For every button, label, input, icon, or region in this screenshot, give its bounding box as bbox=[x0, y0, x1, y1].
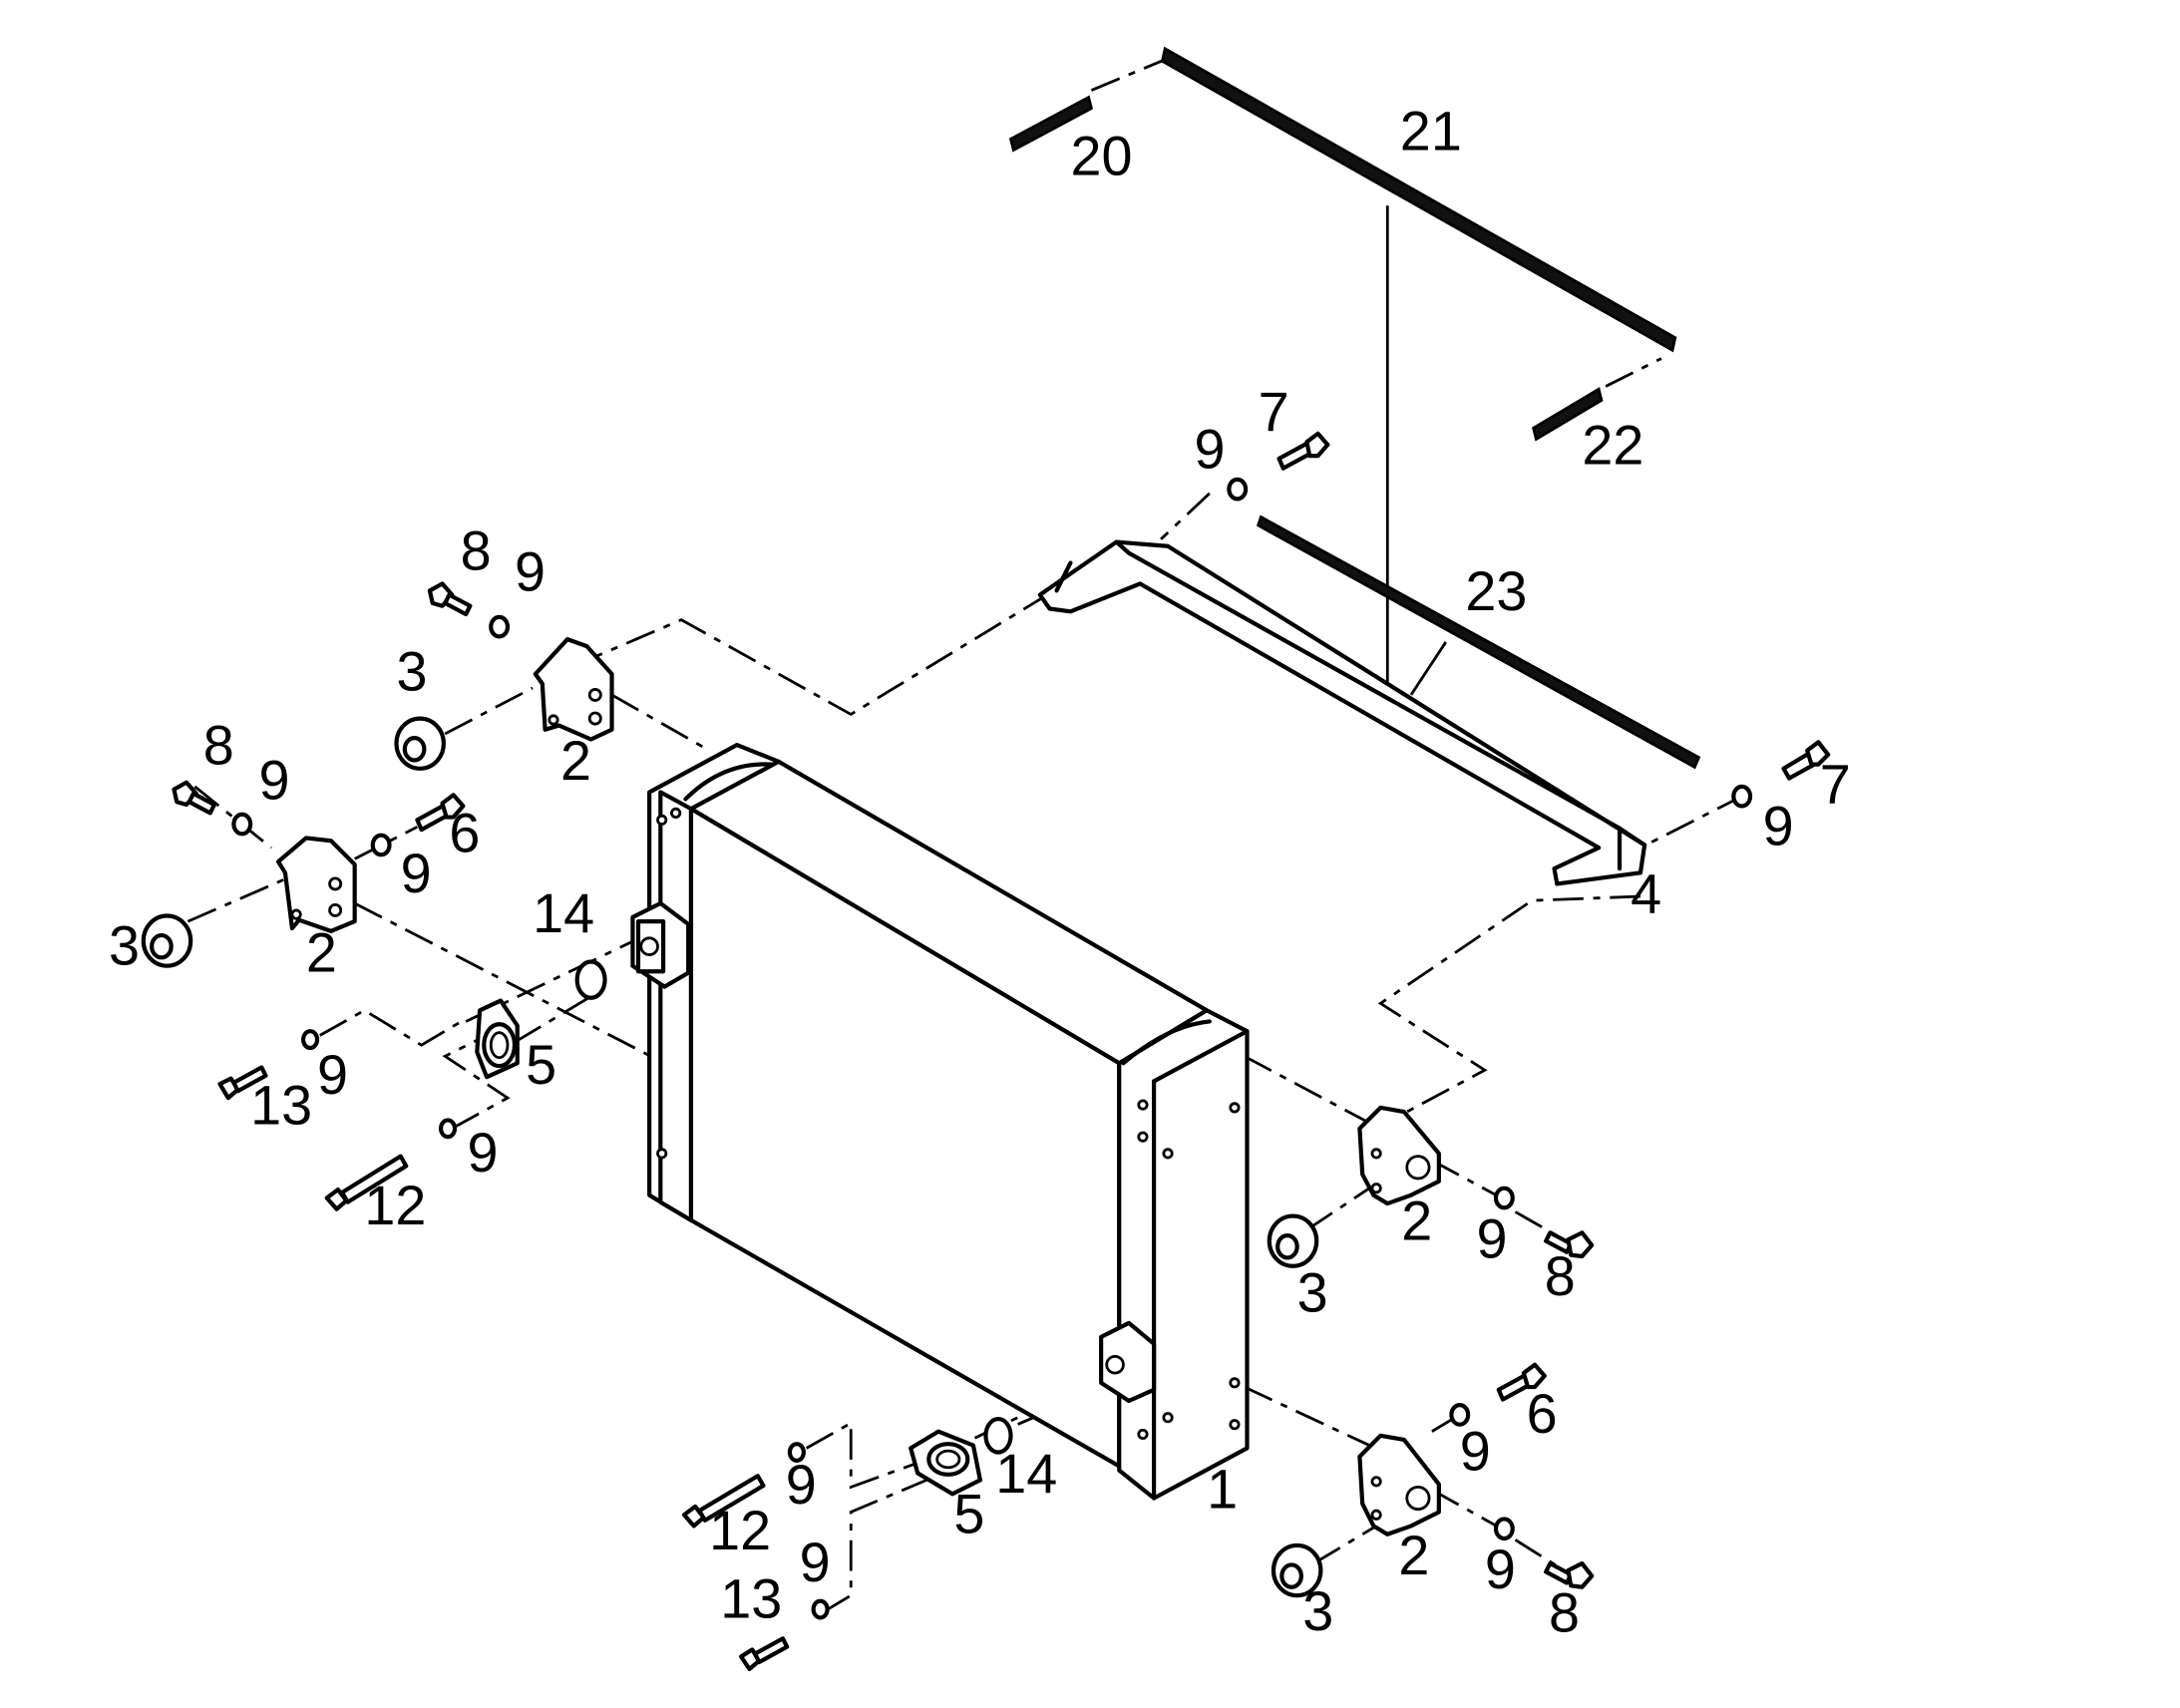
label-9: 9 bbox=[317, 1044, 348, 1106]
flange-5-upper bbox=[475, 998, 520, 1080]
assembly-centerlines bbox=[186, 57, 1746, 1614]
flange-5-lower bbox=[908, 1429, 982, 1497]
label-5: 5 bbox=[526, 1034, 556, 1096]
label-6: 6 bbox=[449, 802, 480, 863]
label-9: 9 bbox=[1460, 1421, 1491, 1483]
leader-lines bbox=[1385, 205, 1447, 696]
part-labels: 1 2 2 2 2 3 3 3 3 4 5 5 6 6 7 7 8 8 8 8 … bbox=[109, 101, 1851, 1644]
label-2: 2 bbox=[306, 921, 337, 983]
seal-strip-23 bbox=[1256, 514, 1701, 770]
label-9: 9 bbox=[401, 843, 432, 904]
label-4: 4 bbox=[1631, 863, 1661, 925]
label-9: 9 bbox=[258, 749, 289, 811]
label-12: 12 bbox=[364, 1175, 426, 1236]
label-9: 9 bbox=[800, 1532, 831, 1593]
rubber-mount-3-c bbox=[1267, 1213, 1319, 1268]
o-ring-14-lower bbox=[983, 1416, 1013, 1455]
bolts bbox=[172, 431, 1831, 1672]
label-2: 2 bbox=[1401, 1190, 1432, 1251]
seal-strip-22 bbox=[1532, 387, 1604, 442]
radiator-core-1 bbox=[630, 742, 1250, 1501]
label-3: 3 bbox=[1302, 1580, 1333, 1642]
label-6: 6 bbox=[1527, 1383, 1558, 1445]
label-9: 9 bbox=[1763, 795, 1794, 856]
label-7: 7 bbox=[1820, 754, 1851, 816]
label-9: 9 bbox=[1195, 419, 1226, 481]
label-20: 20 bbox=[1070, 126, 1132, 187]
label-13: 13 bbox=[250, 1075, 312, 1137]
label-8: 8 bbox=[1549, 1581, 1580, 1643]
seal-strip-20 bbox=[1008, 95, 1094, 153]
mount-bracket-2-lower-right bbox=[1357, 1433, 1441, 1537]
label-9: 9 bbox=[468, 1122, 499, 1184]
label-13: 13 bbox=[720, 1567, 782, 1629]
washers-9 bbox=[231, 477, 1753, 1620]
label-14: 14 bbox=[533, 882, 594, 944]
label-9: 9 bbox=[515, 540, 545, 602]
label-8: 8 bbox=[461, 519, 492, 581]
label-9: 9 bbox=[786, 1454, 817, 1516]
rubber-mount-3-d bbox=[1271, 1542, 1323, 1598]
label-12: 12 bbox=[709, 1500, 771, 1561]
mount-bracket-2-upper-right bbox=[1357, 1105, 1441, 1206]
mount-bracket-2-upper-left bbox=[533, 637, 614, 742]
rubber-mount-3-b bbox=[141, 913, 193, 968]
label-3: 3 bbox=[396, 641, 427, 703]
mount-bracket-2-lower-left bbox=[275, 836, 357, 933]
label-8: 8 bbox=[1545, 1245, 1576, 1307]
label-21: 21 bbox=[1400, 101, 1462, 163]
rubber-mount-3-a bbox=[394, 716, 446, 771]
label-8: 8 bbox=[203, 715, 234, 777]
label-7: 7 bbox=[1259, 381, 1289, 443]
label-22: 22 bbox=[1582, 415, 1643, 477]
label-23: 23 bbox=[1465, 560, 1527, 622]
label-14: 14 bbox=[995, 1443, 1057, 1505]
label-3: 3 bbox=[1297, 1262, 1328, 1324]
label-3: 3 bbox=[109, 914, 140, 976]
label-9: 9 bbox=[1485, 1538, 1516, 1600]
o-ring-14-upper bbox=[574, 959, 607, 1000]
label-1: 1 bbox=[1207, 1458, 1238, 1520]
label-5: 5 bbox=[953, 1483, 984, 1544]
top-bracket-4 bbox=[1037, 539, 1647, 886]
seal-strip-21 bbox=[1160, 46, 1677, 353]
label-2: 2 bbox=[1398, 1525, 1429, 1586]
label-2: 2 bbox=[560, 730, 591, 792]
label-9: 9 bbox=[1476, 1207, 1507, 1269]
